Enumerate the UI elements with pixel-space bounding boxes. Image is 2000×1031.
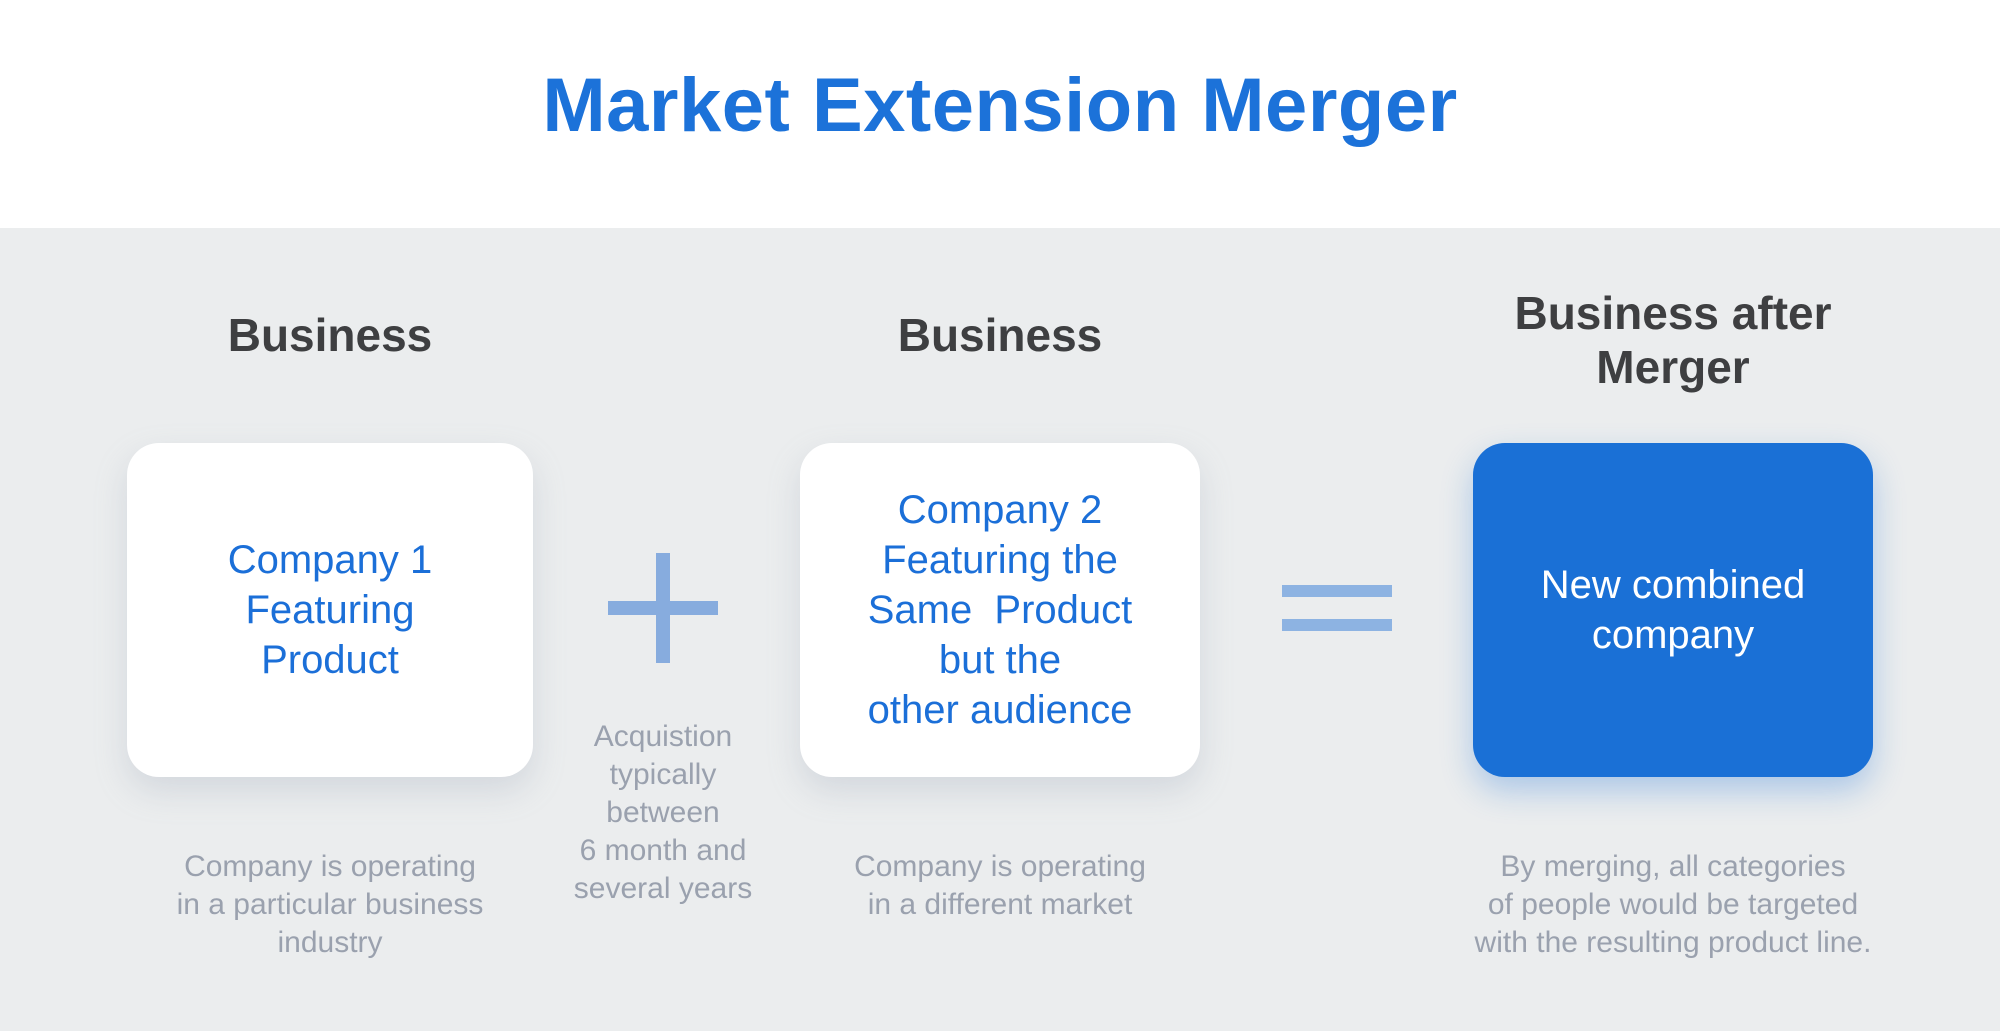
page-title: Market Extension Merger: [542, 63, 1458, 148]
equals-icon: [1282, 585, 1392, 631]
company-2-card: Company 2 Featuring the Same Product but…: [800, 443, 1200, 777]
company-2-card-text: Company 2 Featuring the Same Product but…: [867, 488, 1133, 732]
merged-company-caption: By merging, all categories of people wou…: [1474, 850, 1872, 959]
merged-company-card: New combined company: [1473, 443, 1873, 777]
equals-bottom-bar: [1282, 619, 1392, 631]
header-band: Market Extension Merger: [0, 0, 2000, 228]
acquisition-caption: Acquistion typically between 6 month and…: [573, 720, 753, 905]
plus-vertical-bar: [656, 553, 670, 663]
merged-company-card-text: New combined company: [1540, 563, 1806, 657]
company-2-caption: Company is operating in a different mark…: [854, 850, 1146, 921]
company-1-card-text: Company 1 Featuring Product: [227, 538, 433, 682]
company-1-caption: Company is operating in a particular bus…: [176, 850, 484, 959]
column-heading-business-2: Business: [897, 309, 1103, 361]
column-heading-business-after-merger: Business after Merger: [1514, 287, 1832, 393]
equals-top-bar: [1282, 585, 1392, 597]
plus-icon: [608, 553, 718, 663]
company-1-card: Company 1 Featuring Product: [127, 443, 533, 777]
column-heading-business-1: Business: [227, 309, 433, 361]
